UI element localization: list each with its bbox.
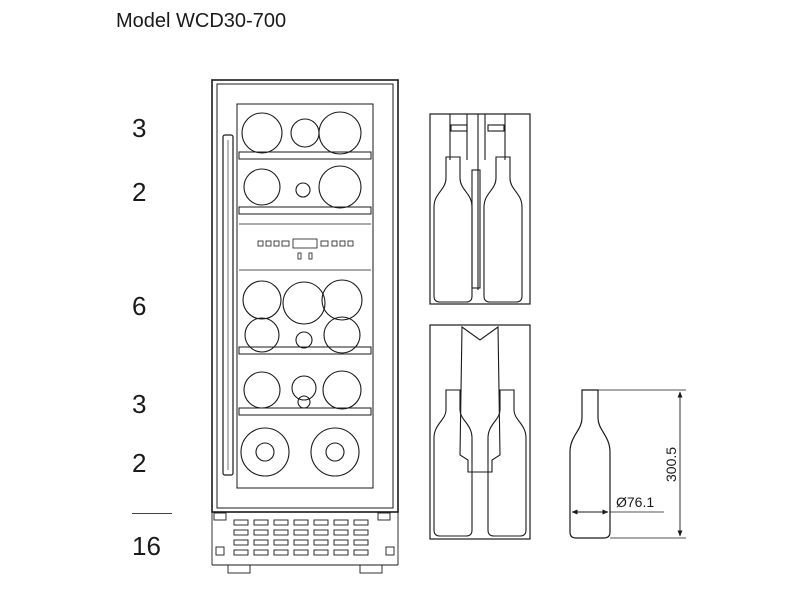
shelf-count-3: 6 <box>132 291 147 321</box>
grille-screw <box>215 546 225 556</box>
hinge <box>213 512 227 521</box>
shelf-count-4: 3 <box>132 389 147 419</box>
bottle-outline <box>569 389 611 539</box>
shelf-count-1: 3 <box>132 113 147 143</box>
total-divider <box>132 513 172 514</box>
glass-window <box>236 103 374 489</box>
bottle-side-inverted <box>459 325 501 473</box>
bottle-ends <box>240 111 363 477</box>
panel-button <box>281 240 290 247</box>
foot <box>359 564 383 574</box>
panel-button <box>265 240 272 247</box>
door-handle <box>222 134 234 476</box>
side-view-lower <box>429 324 531 540</box>
bottle-side-2 <box>483 156 523 303</box>
bottle-side-4 <box>487 389 527 537</box>
panel-button <box>257 240 264 247</box>
display-screen <box>292 238 318 249</box>
door-frame <box>216 83 394 509</box>
bottle-side-1 <box>433 156 473 303</box>
model-title: Model WCD30-700 <box>116 10 287 32</box>
diameter-label: Ø76.1 <box>616 494 654 510</box>
shelf-count-5: 2 <box>132 448 147 478</box>
cooler-front-view <box>211 79 399 574</box>
panel-button <box>273 240 280 247</box>
vent-grille <box>211 512 399 574</box>
panel-button <box>320 240 329 247</box>
grille-screw <box>385 546 395 556</box>
total-count: 16 <box>132 531 161 561</box>
cabinet-outline <box>211 79 399 513</box>
height-label: 300.5 <box>663 447 679 482</box>
hinge <box>377 512 391 521</box>
panel-button <box>347 240 354 247</box>
bottle-dimension-view <box>569 389 686 539</box>
side-view-upper <box>429 113 531 305</box>
bottle-side-3 <box>433 389 473 537</box>
panel-button <box>331 240 338 247</box>
foot <box>227 564 251 574</box>
panel-button <box>339 240 346 247</box>
control-panel <box>239 223 371 271</box>
shelf-count-2: 2 <box>132 177 147 207</box>
